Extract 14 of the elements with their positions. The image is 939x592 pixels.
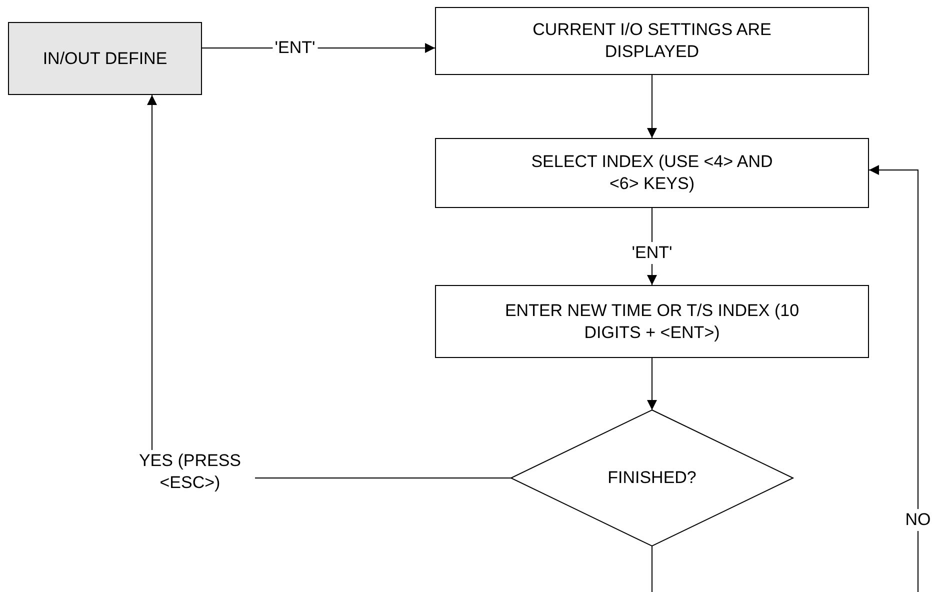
node-text: SELECT INDEX (USE <4> AND <6> KEYS) (530, 151, 774, 195)
node-text: ENTER NEW TIME OR T/S INDEX (10 DIGITS + <ENT>) (504, 300, 800, 344)
node-text: IN/OUT DEFINE (42, 48, 168, 70)
arrow (647, 74, 657, 138)
node-text: FINISHED? (606, 467, 698, 489)
arrow (647, 358, 657, 410)
process-box (435, 7, 869, 75)
edge-label: 'ENT' (630, 242, 674, 264)
arrow (868, 165, 918, 592)
process-box (435, 285, 869, 358)
process-box (435, 138, 869, 208)
process-box (8, 22, 202, 95)
node-text: CURRENT I/O SETTINGS ARE DISPLAYED (532, 19, 772, 63)
decision-diamond (510, 409, 794, 547)
